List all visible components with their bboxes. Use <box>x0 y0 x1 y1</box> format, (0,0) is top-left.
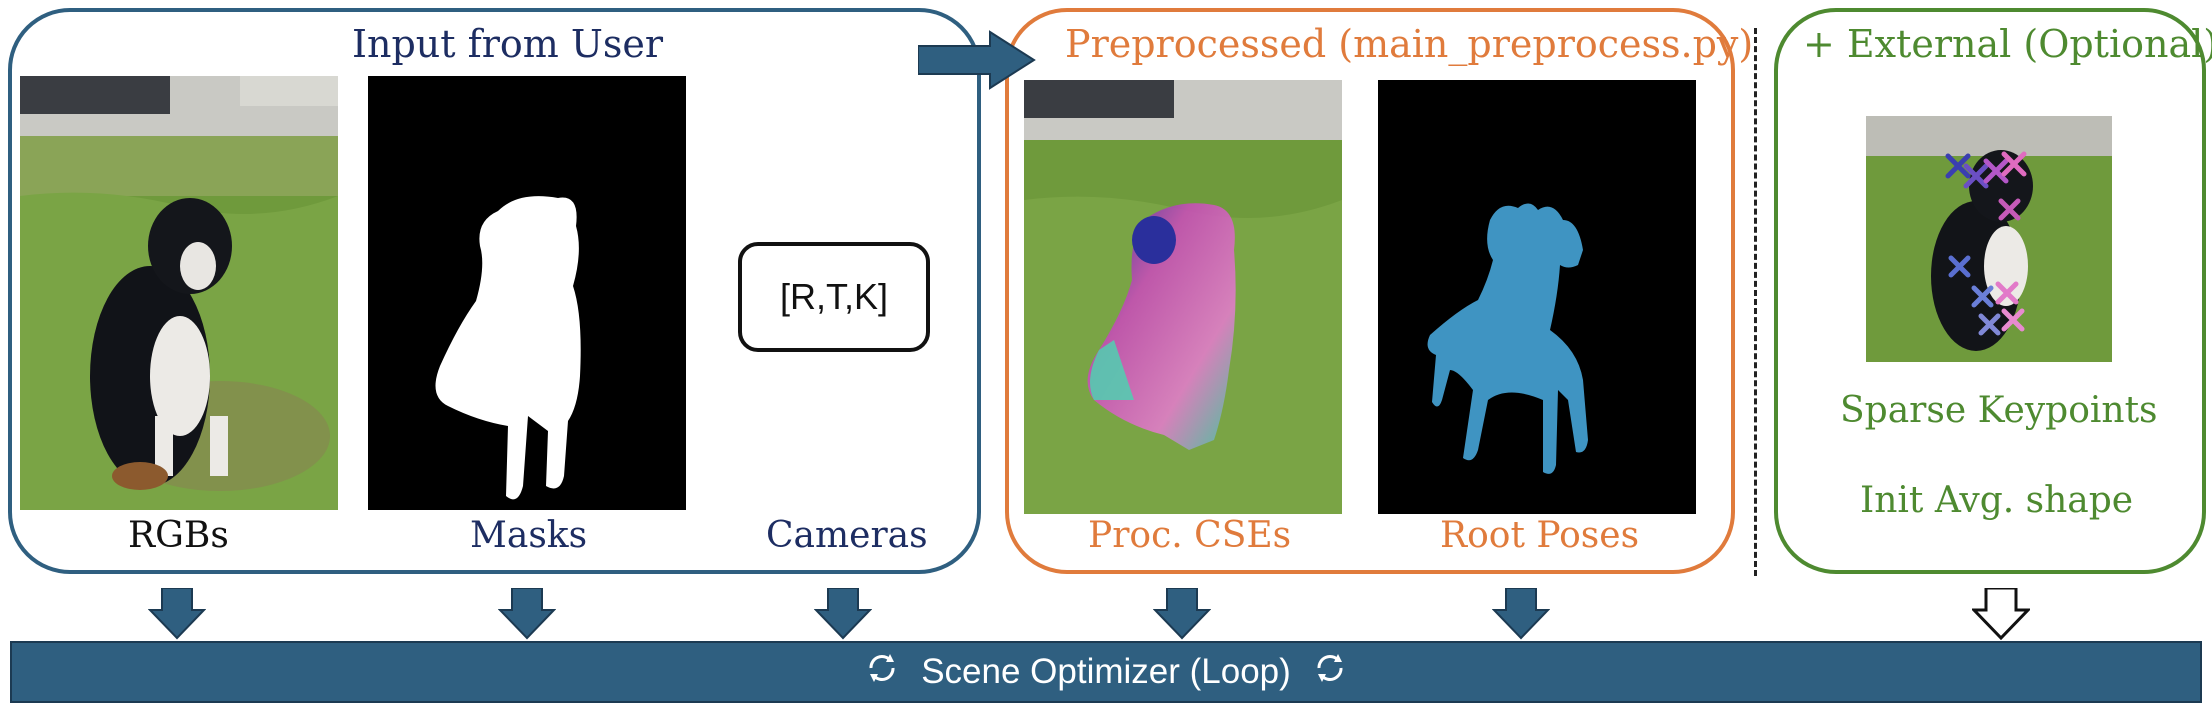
proc-cse-image <box>1024 80 1342 514</box>
dashed-separator <box>1754 28 1757 576</box>
proc-cses-label: Proc. CSEs <box>1088 515 1292 556</box>
input-group-title: Input from User <box>352 22 664 66</box>
rgb-image <box>20 76 338 510</box>
preprocess-group-title: Preprocessed (main_preprocess.py) <box>1065 22 1754 66</box>
cameras-label: Cameras <box>766 515 928 556</box>
down-arrow-icon <box>814 588 872 640</box>
root-poses-label: Root Poses <box>1440 515 1640 556</box>
loop-icon <box>863 649 901 696</box>
rgbs-label: RGBs <box>128 515 229 556</box>
masks-label: Masks <box>470 515 588 556</box>
down-arrow-icon <box>498 588 556 640</box>
mask-image <box>368 76 686 510</box>
external-group-title: + External (Optional) <box>1803 22 2212 66</box>
loop-icon <box>1311 649 1349 696</box>
down-arrow-icon <box>1492 588 1550 640</box>
down-arrow-outline-icon <box>1972 588 2030 640</box>
down-arrow-icon <box>1153 588 1211 640</box>
scene-optimizer-banner: Scene Optimizer (Loop) <box>10 641 2202 703</box>
init-avg-shape-label: Init Avg. shape <box>1860 480 2134 521</box>
root-poses-image <box>1378 80 1696 514</box>
camera-parameters-box: [R,T,K] <box>738 242 930 352</box>
sparse-keypoints-label: Sparse Keypoints <box>1840 390 2158 431</box>
scene-optimizer-label: Scene Optimizer (Loop) <box>921 652 1291 691</box>
flow-arrow-icon <box>918 30 1036 90</box>
sparse-keypoints-image <box>1866 116 2112 362</box>
down-arrow-icon <box>148 588 206 640</box>
